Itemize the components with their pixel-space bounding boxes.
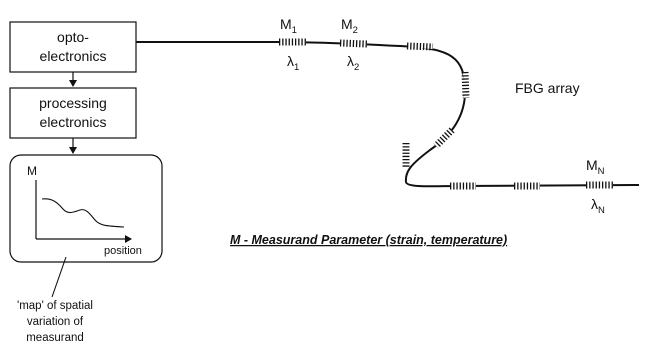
fbg-grating-5 [433, 127, 455, 149]
processing-electronics-box: processing electronics [9, 87, 137, 139]
plot-y-label: M [27, 164, 37, 178]
plot-x-label: position [104, 245, 142, 257]
map-note-line1: 'map' of spatial [17, 300, 93, 312]
processing-label-line2: electronics [40, 114, 107, 130]
grating-1-wavelength-label: λ1 [287, 53, 299, 73]
fbg-grating-4 [461, 71, 470, 99]
map-note-line3: measurand [26, 332, 84, 344]
map-note-line2: variation of [27, 316, 84, 328]
grating-n-measurand-label: MN [586, 157, 605, 177]
opto-label-line1: opto- [57, 29, 89, 45]
opto-label-line2: electronics [40, 48, 107, 64]
opto-electronics-box: opto- electronics [9, 21, 137, 73]
processing-label-line1: processing [39, 95, 107, 111]
map-pointer-line [51, 256, 67, 298]
measurand-plot-panel: M position [9, 154, 163, 263]
measurand-legend: M - Measurand Parameter (strain, tempera… [230, 233, 507, 247]
grating-1-measurand-label: M1 [280, 16, 297, 36]
grating-2-wavelength-label: λ2 [347, 53, 359, 73]
grating-n-wavelength-label: λN [591, 196, 605, 216]
optical-fiber [136, 41, 640, 188]
fbg-grating-2 [339, 39, 368, 48]
fbg-array-label: FBG array [515, 80, 580, 96]
measurand-curve [41, 198, 125, 228]
fbg-grating-3 [406, 42, 434, 51]
map-note: 'map' of spatial variation of measurand [17, 300, 93, 344]
grating-2-measurand-label: M2 [341, 16, 358, 36]
